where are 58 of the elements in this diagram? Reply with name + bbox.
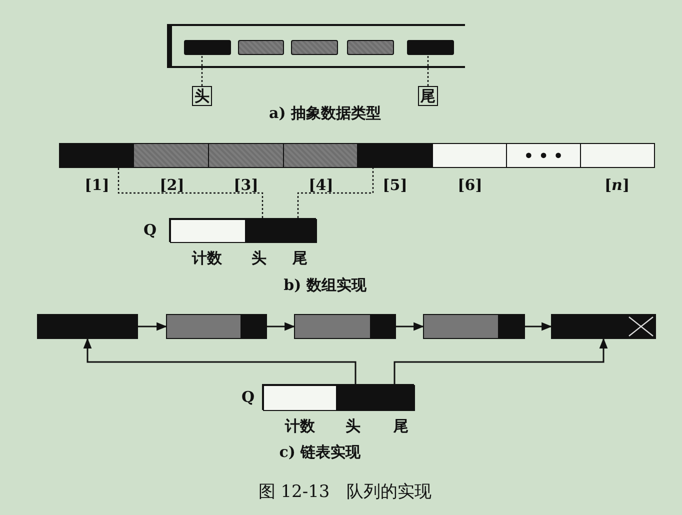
head-field [336,385,377,411]
list-node [423,314,525,339]
leader-line [118,168,264,218]
arrow [138,322,168,331]
arrow [525,322,552,331]
array-cell [208,143,284,168]
list-node [294,314,396,339]
node-caption: Q [143,221,157,239]
arrow [83,338,356,384]
node-caption: 计数 [285,417,315,435]
node-caption: [3] [234,176,258,194]
arrow [396,322,424,331]
node-caption: [5] [382,176,408,194]
node-caption: 头 [252,249,266,267]
panel-caption: c) 链表实现 [279,443,361,461]
element-bar [291,40,338,55]
leader-line [201,53,203,86]
node-caption: 计数 [192,249,222,267]
array-cell [580,143,655,168]
array-cell [133,143,209,168]
node-caption: [4] [308,176,334,194]
list-node [551,314,656,339]
array-cell: • • • [506,143,581,168]
array-cell [357,143,433,168]
queue-record [169,218,316,242]
node-caption: [1] [84,176,110,194]
node-caption: 头 [346,417,360,435]
element-bar [238,40,284,55]
figure-caption: 图 12-13 队列的实现 [258,483,432,501]
arrow [394,338,608,384]
tail-field [281,219,317,243]
element-bar [184,40,231,55]
tail-label: 尾 [418,86,438,106]
array-cell [283,143,358,168]
head-field [245,219,282,243]
count-field [170,219,246,243]
array-cell [59,143,134,168]
tube-container [167,24,465,68]
array-cell [432,143,507,168]
element-bar [407,40,454,55]
panel-caption: a) 抽象数据类型 [268,104,382,122]
node-caption: [6] [458,176,482,194]
tail-field [376,385,415,411]
leader-line [427,53,429,86]
node-caption: Q [241,388,255,406]
count-field [263,385,337,411]
node-caption: 尾 [292,249,308,267]
node-caption: [2] [160,176,184,194]
list-node [166,314,267,339]
node-caption: [n] [604,176,630,194]
node-caption: 尾 [394,417,408,435]
queue-record [262,384,414,410]
panel-caption: b) 数组实现 [284,276,366,294]
element-bar [347,40,394,55]
leader-line [297,168,374,218]
list-node [37,314,138,339]
head-label: 头 [192,86,212,106]
arrow [267,322,296,331]
